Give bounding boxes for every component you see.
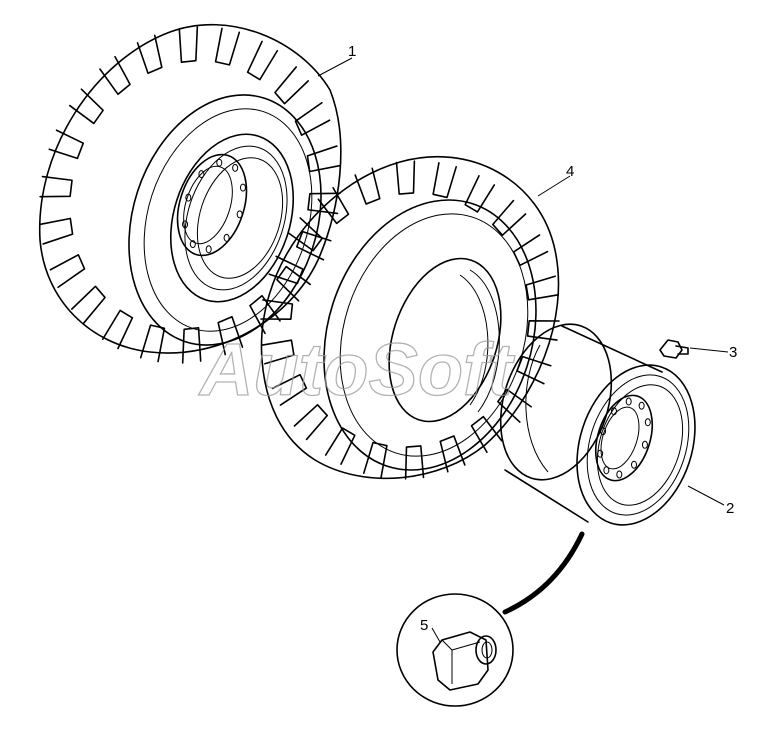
tread-lug [39, 217, 74, 245]
callout-3: 3 [729, 344, 737, 361]
tread-lug [101, 309, 134, 350]
tread-lug [439, 435, 466, 473]
tread-lug [293, 404, 329, 441]
tread-lug [307, 192, 341, 215]
tire-part-1 [38, 23, 342, 364]
bolt-hole [597, 449, 604, 458]
leader-lines [317, 57, 729, 643]
tread-lug [48, 129, 85, 160]
tread-lug [136, 34, 163, 75]
tread-lug [49, 254, 86, 289]
tread-lug [260, 339, 295, 365]
bolt-hole [205, 245, 212, 254]
callout-1: 1 [348, 43, 356, 60]
tread-lug [306, 145, 341, 173]
callout-4: 4 [566, 163, 574, 180]
tread-lug [516, 355, 552, 385]
bolt-hole [236, 210, 243, 219]
callout-2: 2 [726, 500, 734, 517]
tread-lug [68, 88, 104, 125]
bolt-hole [189, 240, 196, 249]
tread-lug [99, 55, 131, 96]
bolt-hole [198, 170, 205, 179]
bolt-hole [223, 233, 230, 242]
tread-lug [525, 275, 560, 301]
tread-lug [526, 320, 560, 341]
tread-lug [214, 27, 241, 66]
tread-lug [139, 324, 166, 363]
bolt-hole [216, 158, 223, 167]
bolt-hole [610, 407, 617, 416]
tread-lug [274, 66, 310, 105]
nut-detail-part-5 [396, 531, 585, 707]
tread-lug [260, 299, 294, 320]
tread-lug [294, 101, 331, 136]
bolt-hole [239, 183, 246, 192]
bolt-hole [232, 163, 239, 172]
tread-lug [491, 199, 527, 236]
bolt-hole [185, 193, 192, 202]
bolt-hole [603, 466, 610, 475]
tread-lug [395, 160, 416, 195]
tread-lug [178, 26, 199, 63]
bolt-hole [616, 470, 623, 479]
tread-lug [432, 162, 458, 199]
tread-lug [288, 217, 323, 252]
tread-lug [249, 294, 281, 335]
tread-lug [276, 265, 312, 302]
tread-lug [317, 186, 350, 225]
tread-lug [512, 234, 549, 267]
bolt-hole [182, 220, 189, 229]
bolt-hole [638, 401, 645, 410]
callout-5: 5 [420, 617, 428, 634]
bolt-hole [625, 397, 632, 406]
tread-lug [217, 315, 244, 356]
tread-lug [324, 427, 356, 465]
bolt-hole [644, 418, 651, 427]
tread-lug [181, 327, 202, 364]
tread-lug [404, 445, 425, 480]
tread-lug [39, 175, 73, 198]
watermark-text: AutoSoft [198, 328, 516, 411]
tread-lug [271, 373, 308, 406]
tread-lug [464, 175, 496, 213]
tire-part-4 [260, 155, 560, 480]
rim-part-2 [499, 323, 696, 526]
tread-lug [246, 40, 279, 81]
bolt-hole [641, 440, 648, 449]
tread-lug [497, 388, 532, 423]
tread-lug [268, 255, 304, 285]
tread-lug [70, 285, 106, 324]
bolt-hole [631, 460, 638, 469]
tread-lug [354, 167, 381, 205]
bolt-hole [600, 427, 607, 436]
valve-part-3 [659, 339, 689, 359]
